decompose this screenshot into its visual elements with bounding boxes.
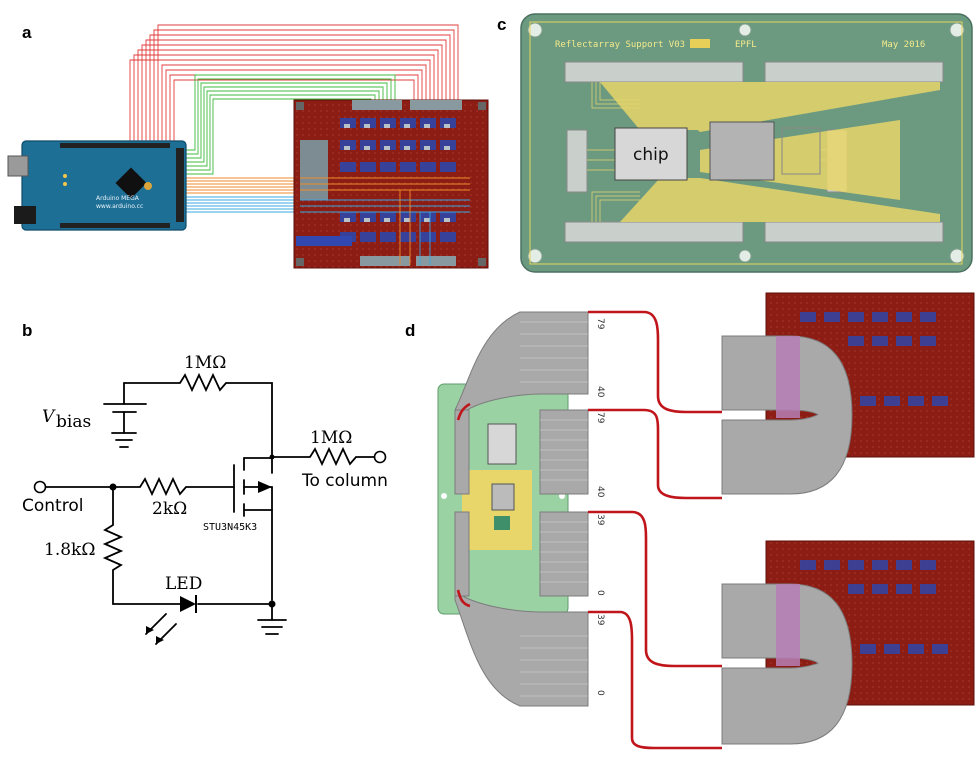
panel-b-circuit <box>45 372 375 645</box>
panel-label-a: a <box>22 23 32 42</box>
panel-a: Arduino MEGA www.arduino.cc <box>7 24 489 269</box>
panel-b-shapes <box>33 450 387 644</box>
transistor-label: STU3N45K3 <box>203 522 257 533</box>
tick-39-bot: 39 <box>595 614 605 626</box>
silk-title-right: May 2016 <box>882 40 925 50</box>
r-top-label: 1MΩ <box>184 353 226 373</box>
tick-0-low: 0 <box>595 590 605 596</box>
silk-title-left: Reflectarray Support V03 <box>555 40 685 50</box>
to-column-label: To column <box>301 471 388 491</box>
control-label: Control <box>22 496 83 516</box>
tick-39-low: 39 <box>595 514 605 526</box>
led-light-arrow-icon <box>146 626 154 634</box>
panel-label-d: d <box>405 321 415 340</box>
red-wire-bundle <box>129 24 459 150</box>
v-bias-label: V <box>42 407 56 427</box>
column-terminal <box>373 450 387 464</box>
arduino-label: Arduino MEGA <box>96 195 140 202</box>
tick-0-bot: 0 <box>595 690 605 696</box>
panel-d: 79 40 79 40 39 0 39 0 <box>437 292 975 750</box>
panel-c: Reflectarray Support V03 EPFL May 2016 <box>520 13 973 273</box>
led-label: LED <box>165 574 202 594</box>
r-shunt-label: 1.8kΩ <box>44 540 95 560</box>
arduino-board: Arduino MEGA www.arduino.cc <box>7 140 187 231</box>
silk-title-mid: EPFL <box>735 40 757 50</box>
r-out-label: 1MΩ <box>310 428 352 448</box>
mounting-hole-group <box>527 22 965 264</box>
chip-label: chip <box>633 145 669 165</box>
green-wire-bundle <box>183 74 396 175</box>
tick-79-top: 79 <box>595 318 605 330</box>
v-bias-subscript: bias <box>56 412 91 432</box>
led-light-arrow-icon-2 <box>156 636 164 644</box>
control-terminal <box>33 480 47 494</box>
tick-40-mid: 40 <box>595 486 605 498</box>
panel-label-b: b <box>22 321 32 340</box>
tick-79-mid: 79 <box>595 412 605 424</box>
panel-label-c: c <box>497 15 506 34</box>
flat-cable-right <box>721 335 853 745</box>
r-gate-label: 2kΩ <box>152 499 187 519</box>
tick-40-top: 40 <box>595 386 605 398</box>
arduino-sub: www.arduino.cc <box>96 203 143 210</box>
led-icon <box>180 596 196 612</box>
mosfet-arrow-icon <box>258 481 272 493</box>
